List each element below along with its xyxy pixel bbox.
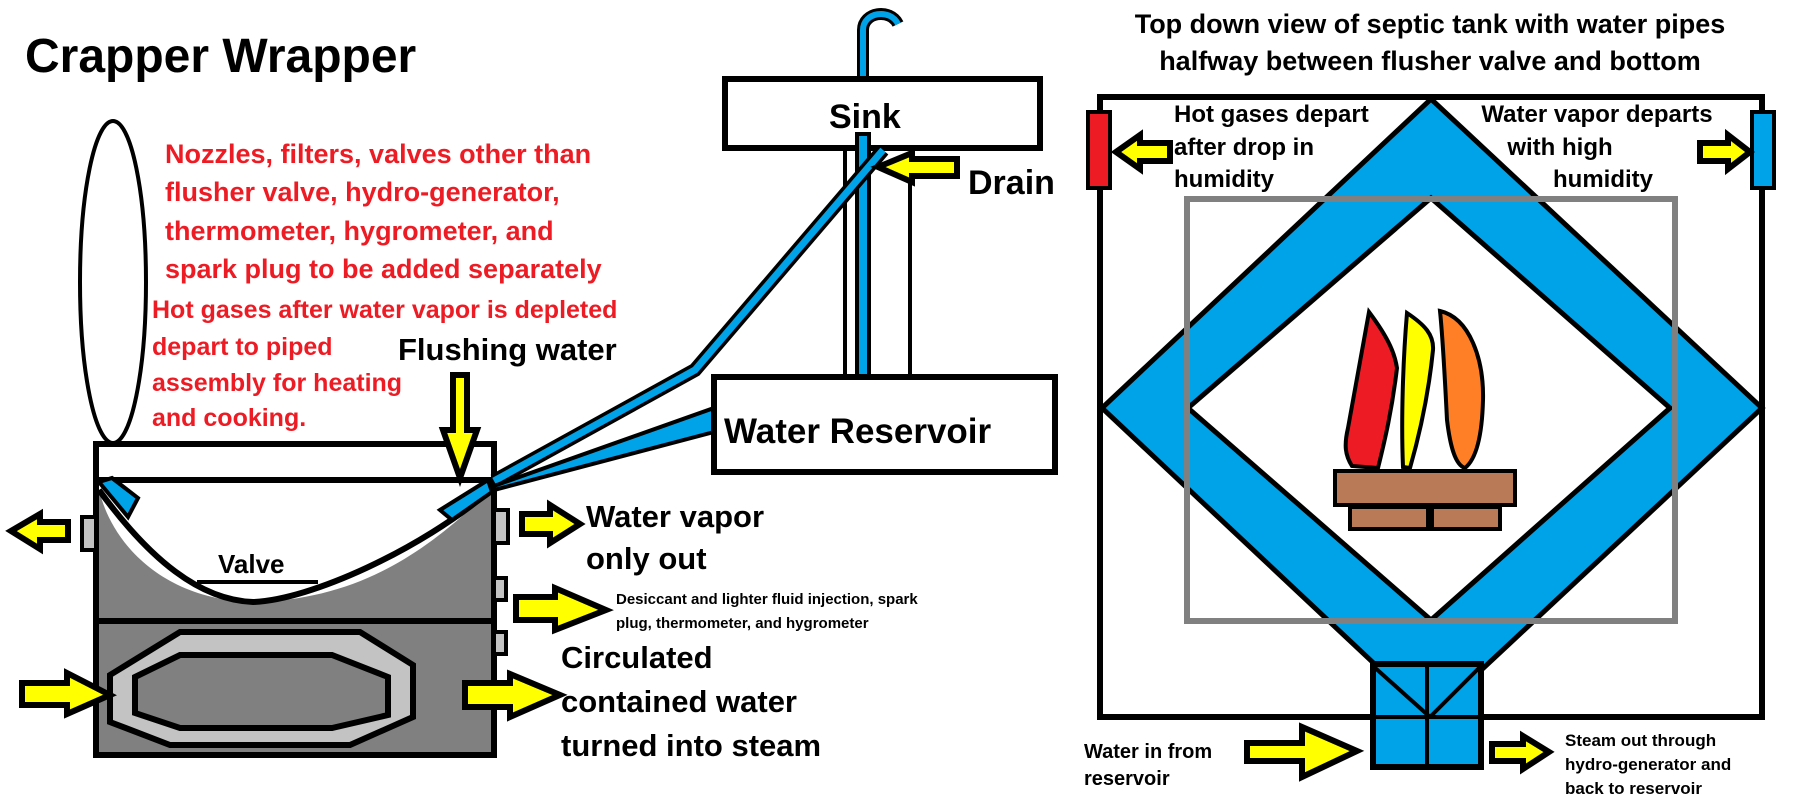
yellow-flame (1400, 309, 1436, 471)
red-note-line: and cooking. (152, 404, 306, 432)
sink-label: Sink (829, 98, 901, 136)
steam-out-arrow-icon (462, 669, 568, 722)
water-vapor-label: only out (586, 541, 707, 576)
water-vapor-arrow-icon (1697, 128, 1755, 176)
desiccant-label: Desiccant and lighter fluid injection, s… (616, 591, 918, 608)
bowl-curve (96, 487, 493, 606)
water-vapor-departs-label: with high (1506, 134, 1612, 161)
flushing-water-arrow-icon (438, 372, 482, 487)
sensor-port (492, 630, 508, 656)
red-note-line: assembly for heating (152, 369, 402, 397)
right-vapor-port (492, 508, 510, 545)
red-note-line: thermometer, hygrometer, and (165, 216, 554, 246)
hot-gases-label: after drop in (1174, 134, 1314, 161)
vent-out-arrow-icon (5, 508, 71, 555)
water-coil-inner (132, 652, 391, 731)
steam-out-label: hydro-generator and (1565, 755, 1731, 774)
drain-label: Drain (968, 164, 1055, 202)
hot-gas-arrow-icon (1110, 129, 1173, 175)
tank-title: halfway between flusher valve and bottom (1159, 46, 1701, 76)
water-vapor-departs-label: humidity (1553, 166, 1654, 193)
circulated-label: turned into steam (561, 728, 821, 763)
water-in-arrow-icon (19, 668, 117, 719)
valve-label: Valve (218, 549, 285, 579)
drain-pipe (492, 147, 886, 485)
red-note-line: flusher valve, hydro-generator, (165, 177, 560, 207)
water-in-label: reservoir (1084, 768, 1170, 790)
circulated-label: contained water (561, 684, 797, 719)
water-vapor-out-arrow-icon (519, 499, 586, 549)
sink-box (722, 76, 1043, 151)
tank-title: Top down view of septic tank with water … (1135, 9, 1726, 39)
toilet-lid (78, 119, 148, 445)
brick-right (1430, 505, 1502, 531)
water-in-label: Water in from (1084, 741, 1212, 763)
water-vapor-label: Water vapor (586, 499, 764, 534)
flusher-valve-outline (1184, 196, 1678, 624)
junction-diagonal (1371, 664, 1432, 719)
orange-flame (1437, 308, 1486, 471)
drain-arrow-icon (870, 148, 960, 187)
red-note-line: spark plug to be added separately (165, 254, 602, 284)
toilet-seat (93, 441, 497, 483)
brick-slab (1333, 469, 1517, 507)
steam-out-arrow-icon (1489, 730, 1555, 775)
red-note-hot-gases: Hot gases after water vapor is depleted … (152, 296, 617, 432)
flushing-water-label: Flushing water (398, 332, 617, 367)
left-nozzle (95, 475, 141, 521)
red-note-components: Nozzles, filters, valves other than flus… (165, 139, 602, 284)
steam-out-label: Steam out through (1565, 731, 1716, 750)
hot-gases-label: Hot gases depart (1174, 101, 1369, 128)
crapper-wrapper-title: Crapper Wrapper (25, 30, 416, 83)
red-note-line: depart to piped (152, 333, 333, 361)
water-in-arrow-icon (1244, 722, 1365, 782)
circulated-label: Circulated (561, 640, 713, 675)
injection-arrow-icon (513, 583, 614, 635)
red-flame (1343, 307, 1400, 471)
red-note-line: Nozzles, filters, valves other than (165, 139, 591, 169)
hot-gases-label: humidity (1174, 166, 1275, 193)
faucet-pipe (860, 11, 901, 92)
water-vapor-departs-label: Water vapor departs (1481, 101, 1712, 128)
hot-gas-vent (1086, 110, 1112, 190)
junction-diagonal (1428, 664, 1483, 719)
red-note-line: Hot gases after water vapor is depleted (152, 296, 617, 324)
water-reservoir-label: Water Reservoir (724, 412, 992, 451)
injection-port (492, 576, 508, 602)
steam-out-label: back to reservoir (1565, 779, 1702, 798)
bowl-cavity (99, 483, 491, 602)
water-reservoir-box (711, 374, 1058, 475)
water-vapor-vent (1750, 110, 1776, 190)
left-vent-port (80, 515, 98, 552)
brick-left (1348, 505, 1430, 531)
desiccant-label: plug, thermometer, and hygrometer (616, 615, 869, 632)
